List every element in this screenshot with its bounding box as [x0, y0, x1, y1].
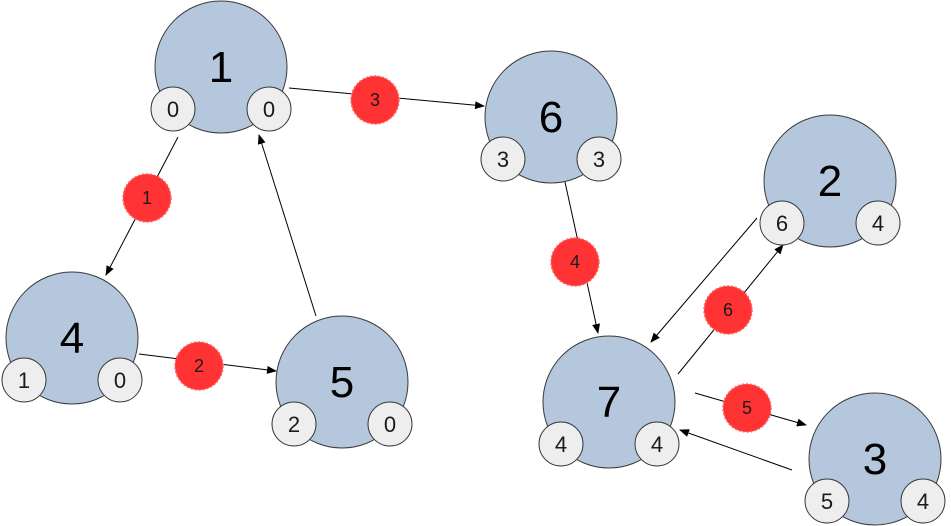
node-left-value: 0	[150, 86, 196, 132]
node-label: 4	[60, 314, 84, 363]
value-badge-label: 3	[497, 147, 509, 172]
node-left-value: 3	[480, 136, 526, 182]
step-number: 3	[370, 90, 380, 110]
node-left-value: 1	[1, 357, 47, 403]
step-marker-circle	[722, 383, 772, 433]
step-number: 5	[742, 398, 752, 418]
value-badge-label: 0	[114, 368, 126, 393]
node-1: 1 0 0	[150, 0, 292, 134]
node-label: 5	[330, 358, 354, 407]
step-marker-circle	[350, 75, 400, 125]
step-number: 4	[570, 252, 580, 272]
value-badge-label: 0	[263, 97, 275, 122]
step-number: 2	[194, 356, 204, 376]
node-label: 7	[597, 378, 621, 427]
step-marker-circle	[122, 173, 172, 223]
step-marker-circle	[550, 237, 600, 287]
edge-5-to-1	[257, 134, 317, 317]
value-badge-label: 0	[384, 412, 396, 437]
value-badge-label: 1	[18, 368, 30, 393]
node-right-value: 0	[97, 357, 143, 403]
value-badge-label: 3	[593, 147, 605, 172]
step-marker-1: 1	[122, 173, 172, 223]
node-5: 5 2 0	[271, 315, 413, 449]
value-badge	[480, 136, 526, 182]
node-label: 3	[863, 435, 887, 484]
node-label: 2	[818, 157, 842, 206]
node-right-value: 4	[855, 200, 901, 246]
value-badge	[900, 478, 946, 524]
step-marker-2: 2	[174, 341, 224, 391]
node-right-value: 3	[576, 136, 622, 182]
value-badge	[855, 200, 901, 246]
value-badge-label: 4	[917, 489, 929, 514]
value-badge-label: 5	[821, 489, 833, 514]
value-badge-label: 0	[167, 97, 179, 122]
step-marker-5: 5	[722, 383, 772, 433]
node-right-value: 0	[367, 401, 413, 447]
step-number: 6	[723, 300, 733, 320]
node-left-value: 6	[759, 200, 805, 246]
value-badge	[1, 357, 47, 403]
node-3: 3 5 4	[804, 392, 946, 526]
node-2: 2 6 4	[759, 114, 901, 248]
value-badge	[538, 421, 584, 467]
value-badge	[804, 478, 850, 524]
node-label: 6	[539, 93, 563, 142]
value-badge-label: 4	[555, 432, 567, 457]
value-badge-label: 4	[872, 211, 884, 236]
value-badge	[367, 401, 413, 447]
edge-2-to-7	[650, 217, 758, 343]
edges-layer	[105, 87, 807, 471]
node-right-value: 0	[246, 86, 292, 132]
step-number: 1	[142, 188, 152, 208]
value-badge	[246, 86, 292, 132]
node-6: 6 3 3	[480, 50, 622, 184]
node-left-value: 5	[804, 478, 850, 524]
step-marker-4: 4	[550, 237, 600, 287]
node-right-value: 4	[634, 421, 680, 467]
step-markers-layer: 1 2 3 4 5 6	[122, 75, 772, 433]
value-badge	[97, 357, 143, 403]
value-badge-label: 6	[776, 211, 788, 236]
step-marker-circle	[703, 285, 753, 335]
node-7: 7 4 4	[538, 335, 680, 469]
node-left-value: 4	[538, 421, 584, 467]
edge-3-to-7	[679, 429, 793, 471]
node-4: 4 1 0	[1, 271, 143, 405]
value-badge	[150, 86, 196, 132]
value-badge-label: 2	[288, 412, 300, 437]
value-badge	[759, 200, 805, 246]
node-label: 1	[209, 43, 233, 92]
value-badge	[634, 421, 680, 467]
node-right-value: 4	[900, 478, 946, 524]
value-badge	[576, 136, 622, 182]
step-marker-3: 3	[350, 75, 400, 125]
value-badge-label: 4	[651, 432, 663, 457]
value-badge	[271, 401, 317, 447]
step-marker-6: 6	[703, 285, 753, 335]
node-left-value: 2	[271, 401, 317, 447]
step-marker-circle	[174, 341, 224, 391]
